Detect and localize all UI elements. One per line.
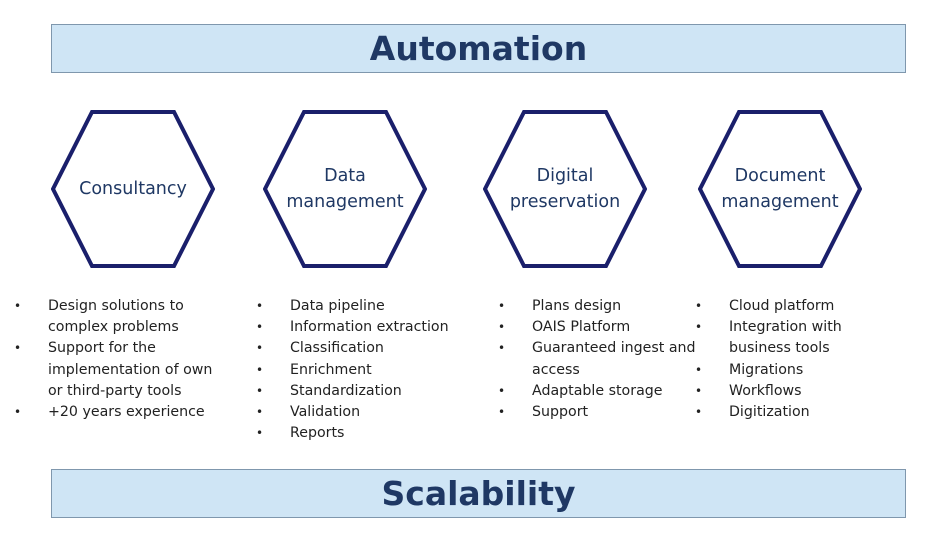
list-item: Support for the implementation of own or…: [14, 338, 226, 402]
list-item: Information extraction: [256, 317, 466, 338]
hexagon-document-management: Document management: [698, 110, 862, 268]
list-item: Migrations: [695, 360, 857, 381]
list-item: +20 years experience: [14, 402, 226, 423]
automation-banner: Automation: [51, 24, 906, 73]
hexagon-label: Consultancy: [79, 179, 187, 199]
consultancy-list: Design solutions to complex problems Sup…: [14, 296, 226, 423]
hexagon-digital-preservation: Digital preservation: [483, 110, 647, 268]
list-item: Reports: [256, 423, 466, 444]
list-item: Data pipeline: [256, 296, 466, 317]
scalability-banner: Scalability: [51, 469, 906, 518]
list-item: Workflows: [695, 381, 857, 402]
list-item: Validation: [256, 402, 466, 423]
scalability-title: Scalability: [381, 474, 576, 513]
list-item: Guaranteed ingest and access: [498, 338, 700, 380]
list-item: OAIS Platform: [498, 317, 700, 338]
list-item: Cloud platform: [695, 296, 857, 317]
hexagon-label: Data management: [286, 166, 404, 212]
digital-preservation-list: Plans design OAIS Platform Guaranteed in…: [498, 296, 700, 423]
hexagon-data-management: Data management: [263, 110, 427, 268]
hexagon-label: Document management: [721, 166, 839, 212]
list-item: Integration with business tools: [695, 317, 857, 359]
list-item: Support: [498, 402, 700, 423]
data-management-list: Data pipeline Information extraction Cla…: [256, 296, 466, 445]
hexagon-shape: [698, 110, 862, 268]
hexagon-shape: [263, 110, 427, 268]
automation-title: Automation: [369, 29, 588, 68]
hexagon-shape: [483, 110, 647, 268]
list-item: Enrichment: [256, 360, 466, 381]
list-item: Classification: [256, 338, 466, 359]
hexagon-label: Digital preservation: [509, 166, 621, 212]
list-item: Standardization: [256, 381, 466, 402]
list-item: Adaptable storage: [498, 381, 700, 402]
list-item: Plans design: [498, 296, 700, 317]
hexagon-consultancy: Consultancy: [51, 110, 215, 268]
document-management-list: Cloud platform Integration with business…: [695, 296, 857, 423]
list-item: Design solutions to complex problems: [14, 296, 226, 338]
list-item: Digitization: [695, 402, 857, 423]
hexagon-shape: [51, 110, 215, 268]
